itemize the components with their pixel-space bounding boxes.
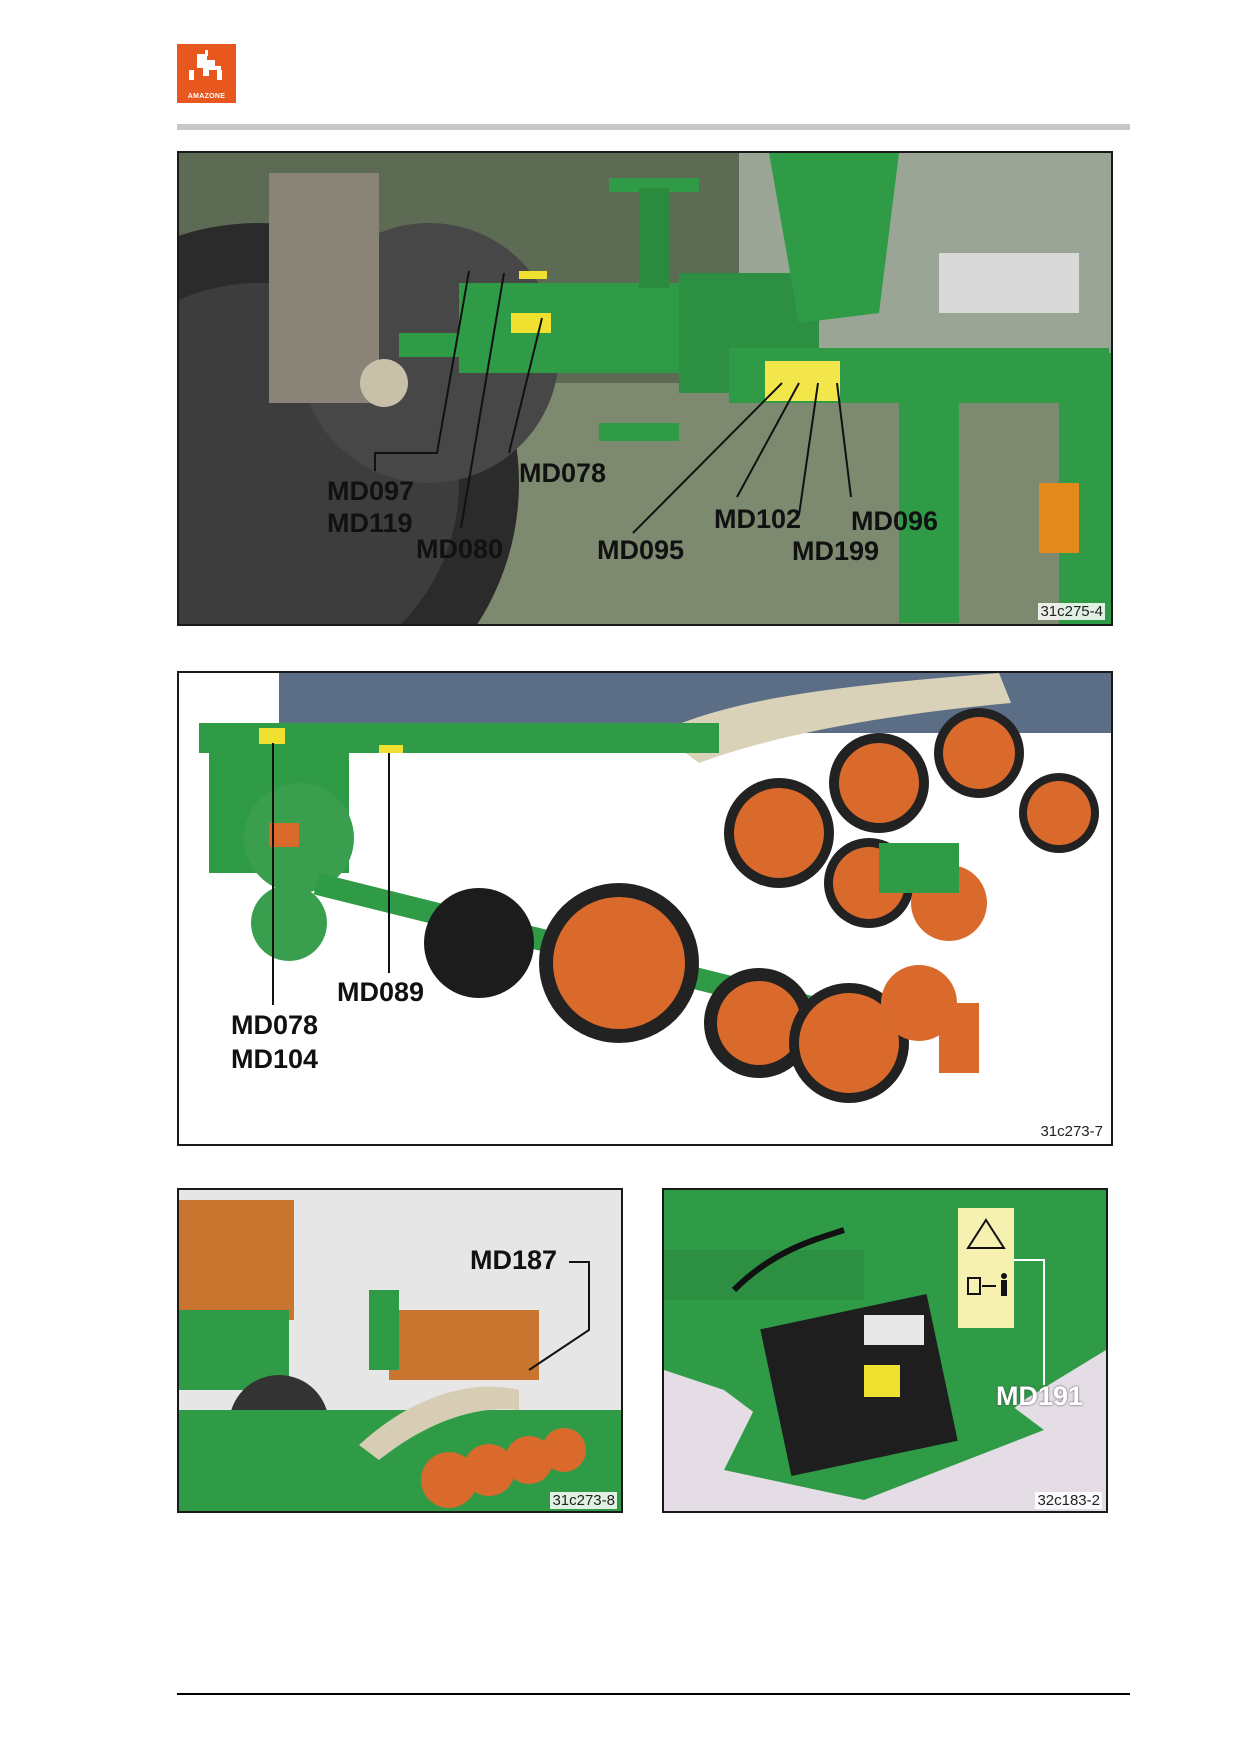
figure-photo-2: MD078 MD104 MD089 31c273-7: [177, 671, 1113, 1146]
header-rule: [177, 124, 1130, 130]
tractor-icon: [189, 50, 222, 80]
photo-illustration: [179, 1190, 621, 1511]
figure-id: 32c183-2: [1035, 1492, 1102, 1509]
figure-photo-1: MD097 MD119 MD080 MD078 MD095 MD102 MD19…: [177, 151, 1113, 626]
photo-illustration: [179, 673, 1111, 1144]
callout-md191: MD191: [996, 1381, 1084, 1411]
photo-illustration: [664, 1190, 1106, 1511]
callout-md097: MD097: [327, 476, 415, 506]
footer-rule: [177, 1693, 1130, 1695]
logo-text: AMAZONE: [187, 93, 226, 100]
callout-md102: MD102: [714, 504, 802, 534]
callout-md080: MD080: [416, 534, 504, 564]
callout-md119: MD119: [327, 508, 413, 538]
figure-id: 31c273-8: [550, 1492, 617, 1509]
figure-photo-3: MD187 31c273-8: [177, 1188, 623, 1513]
callout-md095: MD095: [597, 535, 685, 565]
figure-photo-4: MD191 32c183-2: [662, 1188, 1108, 1513]
figure-id: 31c273-7: [1038, 1123, 1105, 1140]
callout-md078: MD078: [231, 1010, 319, 1040]
callout-md199: MD199: [792, 536, 880, 566]
amazone-logo: AMAZONE: [177, 44, 236, 103]
callout-md187: MD187: [470, 1245, 558, 1275]
callout-md078: MD078: [519, 458, 607, 488]
figure-id: 31c275-4: [1038, 603, 1105, 620]
callout-md089: MD089: [337, 977, 425, 1007]
callout-md104: MD104: [231, 1044, 319, 1074]
callout-md096: MD096: [851, 506, 939, 536]
